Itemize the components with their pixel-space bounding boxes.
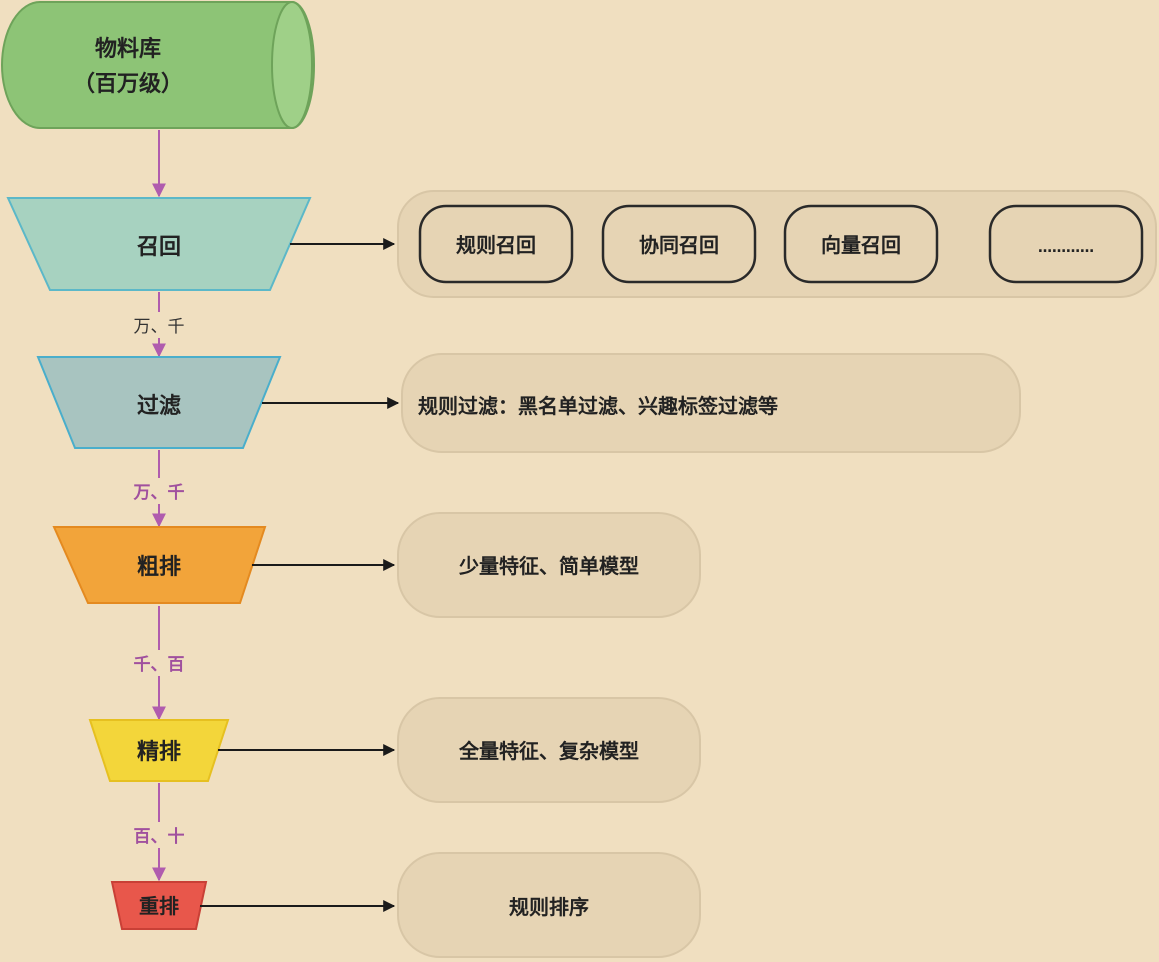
database-label-line2: （百万级） bbox=[73, 71, 183, 97]
recall-method-collab: 协同召回 bbox=[639, 233, 719, 257]
coarse-rank-trapezoid-icon bbox=[52, 526, 267, 604]
edge-label-fine-rerank: 百、十 bbox=[134, 826, 185, 847]
recall-method-vector-box bbox=[783, 204, 939, 284]
filter-label: 过滤 bbox=[137, 394, 181, 419]
recall-label: 召回 bbox=[136, 235, 181, 260]
fine-desc-panel: 全量特征、复杂模型 bbox=[397, 697, 701, 803]
recall-method-more: ………… bbox=[1038, 240, 1094, 256]
recall-methods-container bbox=[397, 190, 1157, 298]
stage-filter: 过滤 bbox=[36, 356, 282, 449]
rerank-desc-panel: 规则排序 bbox=[397, 852, 701, 958]
edge-label-coarse-fine: 千、百 bbox=[134, 655, 185, 675]
stage-rerank: 重排 bbox=[110, 881, 208, 930]
recall-method-more-box bbox=[988, 204, 1144, 284]
fine-rank-trapezoid-icon bbox=[88, 719, 230, 782]
filter-trapezoid-icon bbox=[36, 356, 282, 449]
coarse-desc-box bbox=[397, 512, 701, 618]
stage-recall: 召回 bbox=[6, 197, 312, 291]
filter-desc-box bbox=[401, 353, 1021, 453]
edge-label-filter-coarse: 万、千 bbox=[133, 483, 185, 503]
database-label-line1: 物料库 bbox=[95, 36, 161, 62]
coarse-rank-label: 粗排 bbox=[137, 555, 181, 580]
rerank-desc-text: 规则排序 bbox=[509, 895, 589, 919]
recall-method-rule-box bbox=[418, 204, 574, 284]
coarse-desc-text: 少量特征、简单模型 bbox=[458, 554, 639, 578]
edge-label-recall-filter: 万、千 bbox=[134, 317, 185, 337]
rerank-label: 重排 bbox=[139, 894, 179, 918]
fine-desc-box bbox=[397, 697, 701, 803]
filter-desc-text: 规则过滤：黑名单过滤、兴趣标签过滤等 bbox=[418, 394, 778, 418]
stage-fine-rank: 精排 bbox=[88, 719, 230, 782]
recall-methods-panel: 规则召回 协同召回 向量召回 ………… bbox=[397, 190, 1157, 298]
rerank-trapezoid-icon bbox=[110, 881, 208, 930]
database-cylinder-icon bbox=[1, 0, 315, 129]
fine-desc-text: 全量特征、复杂模型 bbox=[458, 739, 639, 763]
recall-method-rule: 规则召回 bbox=[456, 233, 536, 257]
coarse-desc-panel: 少量特征、简单模型 bbox=[397, 512, 701, 618]
side-arrows bbox=[200, 238, 400, 912]
rerank-desc-box bbox=[397, 852, 701, 958]
database-cylinder-cap bbox=[271, 1, 313, 129]
recall-trapezoid-icon bbox=[6, 197, 312, 291]
recall-method-vector: 向量召回 bbox=[821, 233, 901, 257]
filter-desc-panel: 规则过滤：黑名单过滤、兴趣标签过滤等 bbox=[401, 353, 1021, 453]
fine-rank-label: 精排 bbox=[137, 739, 181, 765]
recall-method-collab-box bbox=[601, 204, 757, 284]
stage-coarse-rank: 粗排 bbox=[52, 526, 267, 604]
database-node: 物料库 （百万级） bbox=[1, 0, 315, 129]
